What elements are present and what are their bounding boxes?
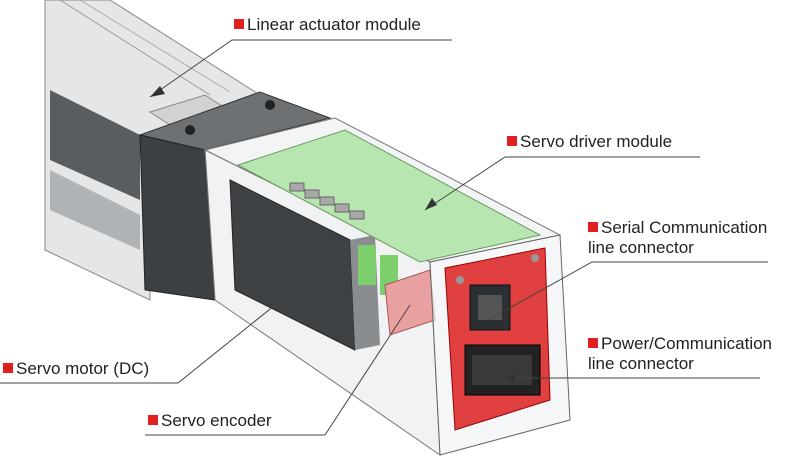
label-text: Serial Communication [601,218,768,237]
linear-rail [44,0,262,301]
label-text: Linear actuator module [247,15,421,34]
bullet-marker [148,415,158,425]
bullet-marker [588,222,598,232]
label-servo-motor: Servo motor (DC) [3,359,149,379]
housing [203,117,571,456]
label-linear-actuator-module: Linear actuator module [234,15,421,35]
end-cap [138,91,332,301]
bullet-marker [588,338,598,348]
bullet-marker [234,19,244,29]
label-servo-encoder: Servo encoder [148,411,272,431]
leader-lines [0,39,768,436]
bullet-marker [3,363,13,373]
label-text: line connector [588,238,694,257]
label-text: Power/Communication [601,334,773,353]
label-text: Servo motor (DC) [16,359,150,378]
bullet-marker [507,136,517,146]
label-text: line connector [588,354,694,373]
label-servo-driver-module: Servo driver module [507,132,672,152]
label-text: Servo driver module [520,132,673,151]
label-text: Servo encoder [161,411,272,430]
